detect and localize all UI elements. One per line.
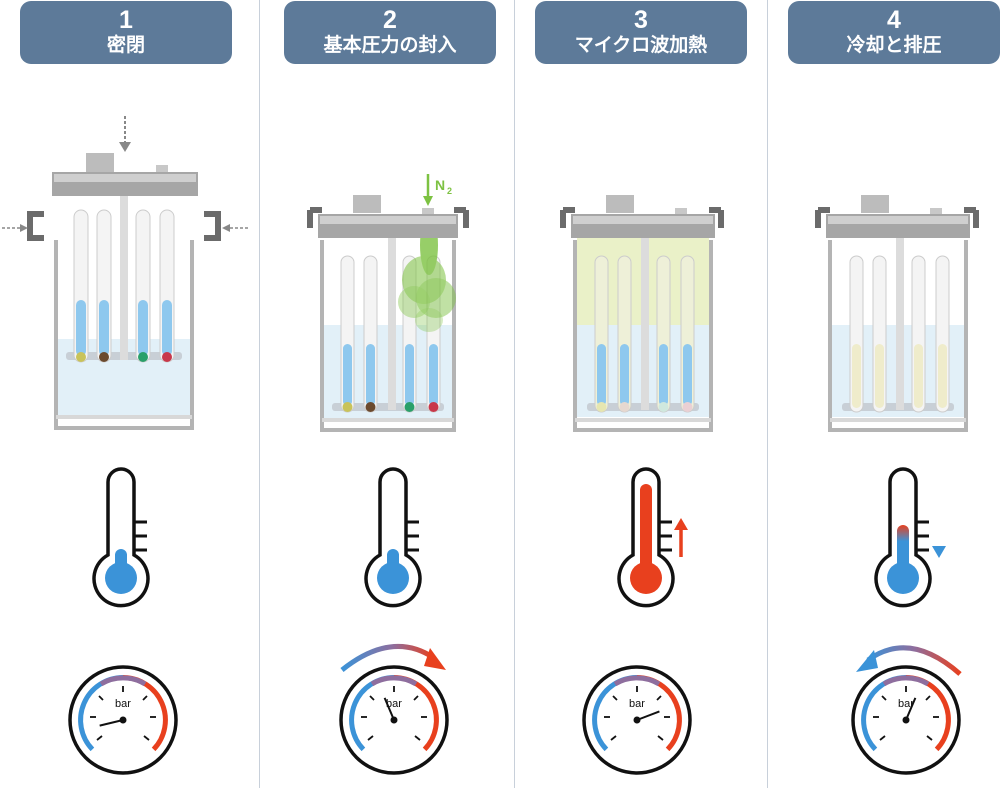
gauge-needle (905, 697, 917, 721)
thermometer-icon (874, 467, 932, 608)
gauge-needle (636, 710, 660, 721)
pressure-gauge-icon: bar (339, 665, 449, 775)
vessel-lid (307, 195, 469, 238)
test-tube (135, 209, 151, 363)
step-title: マイクロ波加熱 (574, 35, 708, 56)
step-title: 基本圧力の封入 (323, 35, 457, 56)
thermometer-icon (364, 467, 422, 608)
pressure-increase-arrow-icon (340, 644, 446, 672)
step-number: 3 (634, 6, 648, 34)
pressure-gauge-icon: bar (582, 665, 692, 775)
column-divider (767, 0, 768, 788)
test-tube (363, 255, 378, 413)
step-header: 3 マイクロ波加熱 (535, 1, 747, 64)
pressure-gauge-icon: bar (851, 665, 961, 775)
test-tube (340, 255, 355, 413)
reaction-vessel (573, 230, 713, 432)
step-header: 2 基本圧力の封入 (284, 1, 496, 64)
step-title: 密閉 (106, 35, 145, 56)
gauge-unit: bar (898, 698, 914, 710)
vessel-lid (560, 195, 724, 238)
test-tube (849, 255, 864, 413)
step-title: 冷却と排圧 (846, 35, 942, 56)
gas-label-subscript: 2 (447, 186, 452, 196)
gauge-needle (383, 697, 395, 721)
test-tube (96, 209, 112, 363)
step-illustration: bar (815, 195, 979, 775)
column-divider (514, 0, 515, 788)
clamp-left (27, 211, 44, 241)
pressure-decrease-arrow-icon (856, 645, 962, 676)
gauge-unit: bar (629, 698, 645, 710)
column-divider (259, 0, 260, 788)
test-tube (656, 255, 671, 413)
step-illustration: N 2 bar (307, 174, 469, 775)
test-tube (680, 255, 695, 413)
test-tube (73, 209, 89, 363)
thermometer-icon (617, 467, 675, 608)
gauge-unit: bar (386, 698, 402, 710)
step-number: 2 (383, 6, 397, 34)
press-arrow-icon (2, 116, 248, 232)
step-illustration: bar (560, 195, 724, 775)
test-tube (159, 209, 175, 363)
temperature-up-arrow-icon (674, 518, 688, 557)
test-tube (617, 255, 632, 413)
test-tube (911, 255, 926, 413)
vessel-lid (52, 153, 198, 196)
step-3-panel: 3 マイクロ波加熱 (515, 0, 765, 788)
gauge-needle (99, 719, 124, 727)
step-number: 4 (887, 6, 901, 34)
step-1-panel: 1 密閉 (0, 0, 250, 788)
gas-label: N (435, 177, 445, 193)
reaction-vessel (54, 195, 194, 430)
thermometer-icon (92, 467, 150, 608)
vessel-lid (815, 195, 979, 238)
step-number: 1 (119, 6, 133, 34)
step-header: 1 密閉 (20, 1, 232, 64)
step-2-panel: 2 基本圧力の封入 (264, 0, 514, 788)
temperature-down-arrow-icon (932, 517, 946, 558)
test-tube (935, 255, 950, 413)
step-4-panel: 4 冷却と排圧 (768, 0, 1000, 788)
clamp-right (204, 211, 221, 241)
reaction-vessel (828, 230, 968, 432)
test-tube (872, 255, 887, 413)
gas-inlet-arrow-icon (423, 174, 433, 206)
step-illustration: bar (2, 116, 248, 775)
gauge-unit: bar (115, 698, 131, 710)
pressure-gauge-icon: bar (68, 665, 178, 775)
test-tube (594, 255, 609, 413)
step-header: 4 冷却と排圧 (788, 1, 1000, 64)
